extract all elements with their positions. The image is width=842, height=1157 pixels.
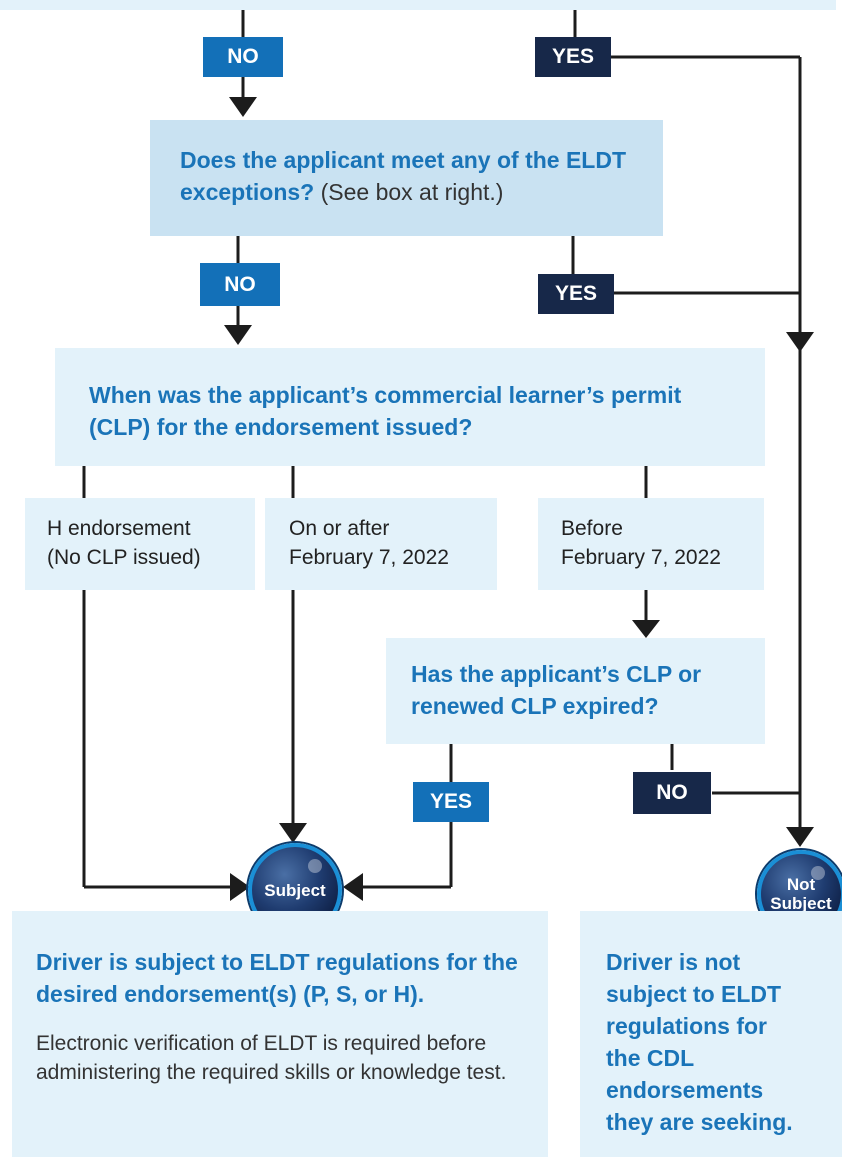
clp-issued-question-box xyxy=(55,348,765,466)
option-before-line2: February 7, 2022 xyxy=(561,546,721,569)
clp-expired-question: Has the applicant’s CLP or renewed CLP e… xyxy=(411,661,702,719)
exceptions-question-box xyxy=(150,120,663,236)
arrowhead-onafter xyxy=(279,823,307,843)
not-subject-badge-label: Not Subject xyxy=(770,875,831,913)
not-subject-outcome-title: Driver is not subject to ELDT regulation… xyxy=(606,949,793,1135)
arrowhead-subject-left xyxy=(230,873,250,901)
option-h-endorsement-line1: H endorsement xyxy=(47,517,191,540)
option-h-endorsement-box xyxy=(25,498,255,590)
no-label-3: NO xyxy=(633,772,711,814)
not-subject-badge-line1: Not xyxy=(786,875,816,894)
subject-outcome-box xyxy=(12,911,548,1157)
no-label-2: NO xyxy=(200,263,280,306)
clp-issued-question: When was the applicant’s commercial lear… xyxy=(89,382,682,440)
arrowhead-no1 xyxy=(229,97,257,117)
not-subject-outcome-box xyxy=(580,911,842,1157)
option-h-endorsement: H endorsement (No CLP issued) xyxy=(47,514,201,572)
exceptions-question-text: Does the applicant meet any of the ELDT … xyxy=(180,147,627,205)
yes-label-1: YES xyxy=(535,37,611,77)
yes-label-3: YES xyxy=(413,782,489,822)
arrowhead-subject-right xyxy=(343,873,363,901)
arrowhead-q3 xyxy=(224,325,252,345)
option-on-or-after-line2: February 7, 2022 xyxy=(289,546,449,569)
option-h-endorsement-line2: (No CLP issued) xyxy=(47,546,201,569)
subject-outcome-body: Electronic verification of ELDT is requi… xyxy=(36,1032,507,1084)
clp-expired-question-box xyxy=(386,638,765,744)
subject-outcome-title: Driver is subject to ELDT regulations fo… xyxy=(36,949,518,1007)
not-subject-badge-line2: Subject xyxy=(770,894,832,913)
subject-badge-label: Subject xyxy=(264,880,326,900)
option-on-or-after-box xyxy=(265,498,497,590)
no-label-1: NO xyxy=(203,37,283,77)
arrowhead-before xyxy=(632,620,660,638)
option-before-line1: Before xyxy=(561,517,623,540)
exceptions-question-aside: (See box at right.) xyxy=(320,179,504,205)
previous-question-box xyxy=(0,0,836,10)
arrowhead-not-subject xyxy=(786,827,814,847)
badge-shine xyxy=(308,859,322,873)
option-before: Before February 7, 2022 xyxy=(561,514,721,572)
exceptions-question: Does the applicant meet any of the ELDT … xyxy=(180,144,650,208)
option-on-or-after: On or after February 7, 2022 xyxy=(289,514,449,572)
arrowhead-right-trunk xyxy=(786,332,814,352)
yes-label-2: YES xyxy=(538,274,614,314)
badge-shine xyxy=(811,866,825,880)
option-on-or-after-line1: On or after xyxy=(289,517,390,540)
option-before-box xyxy=(538,498,764,590)
